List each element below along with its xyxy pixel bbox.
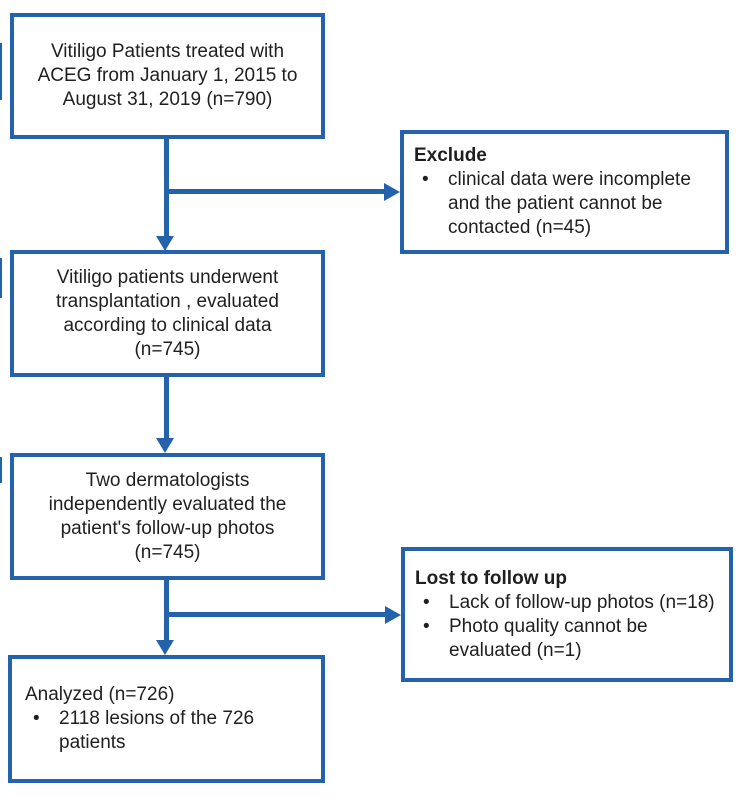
crop-edge-artifact — [0, 43, 2, 100]
list-item: • clinical data were incomplete and the … — [422, 168, 719, 240]
arrowhead-down-icon — [156, 640, 174, 655]
connector-line-vertical-3 — [164, 580, 169, 640]
flow-box-transplantation-line: Vitiligo patients underwent — [56, 266, 279, 288]
arrowhead-right-icon — [385, 606, 401, 624]
list-item: • 2118 lesions of the 726 patients — [33, 707, 315, 755]
connector-line-branch-exclude — [166, 189, 384, 194]
arrowhead-right-icon — [384, 183, 400, 201]
flow-box-analyzed-bullet-text: 2118 lesions of the 726 patients — [59, 708, 255, 753]
flow-box-analyzed-title: Analyzed (n=726) — [25, 684, 175, 705]
bullet-icon: • — [422, 169, 429, 190]
flow-box-lost-to-follow-up: Lost to follow up • Lack of follow-up ph… — [401, 547, 733, 682]
flow-box-transplantation-line: according to clinical data — [63, 314, 272, 336]
flow-box-dermatologists-line: Two dermatologists — [85, 469, 250, 491]
connector-line-branch-lost — [166, 612, 385, 617]
list-item: • Photo quality cannot be evaluated (n=1… — [423, 615, 723, 663]
connector-line-vertical-1 — [164, 139, 169, 236]
arrowhead-down-icon — [156, 438, 174, 453]
bullet-icon: • — [33, 708, 40, 729]
flow-box-lost-bullet-text: Photo quality cannot be evaluated (n=1) — [449, 615, 648, 661]
crop-edge-artifact — [0, 258, 2, 298]
bullet-icon: • — [423, 615, 430, 637]
flow-box-dermatologists-line: (n=745) — [134, 541, 201, 563]
bullet-icon: • — [423, 591, 430, 613]
flow-box-transplantation-line: transplantation , evaluated — [56, 290, 279, 312]
flow-box-dermatologists-line: independently evaluated the — [48, 493, 287, 515]
flow-box-analyzed: Analyzed (n=726) • 2118 lesions of the 7… — [8, 655, 325, 783]
connector-line-vertical-2 — [164, 377, 169, 438]
flow-box-initial-line: ACEG from January 1, 2015 to — [37, 65, 298, 86]
arrowhead-down-icon — [156, 236, 174, 251]
flow-box-dermatologists-line: patient's follow-up photos — [60, 517, 275, 539]
flow-box-dermatologists: Two dermatologists independently evaluat… — [10, 453, 325, 580]
flow-box-exclude-title: Exclude — [414, 145, 487, 166]
flow-box-lost-title: Lost to follow up — [415, 567, 567, 589]
crop-edge-artifact — [0, 457, 2, 483]
flow-box-exclude: Exclude • clinical data were incomplete … — [400, 130, 729, 254]
flow-box-initial-line: Vitiligo Patients treated with — [50, 41, 285, 62]
flow-box-transplantation-line: (n=745) — [134, 338, 201, 360]
flow-box-transplantation: Vitiligo patients underwent transplantat… — [10, 250, 325, 377]
flow-box-lost-bullet-text: Lack of follow-up photos (n=18) — [449, 591, 715, 613]
flow-box-initial-cohort: Vitiligo Patients treated with ACEG from… — [10, 13, 325, 139]
flow-box-exclude-bullet-text: clinical data were incomplete and the pa… — [448, 169, 691, 238]
list-item: • Lack of follow-up photos (n=18) — [423, 591, 723, 615]
flow-box-initial-line: August 31, 2019 (n=790) — [62, 89, 273, 110]
